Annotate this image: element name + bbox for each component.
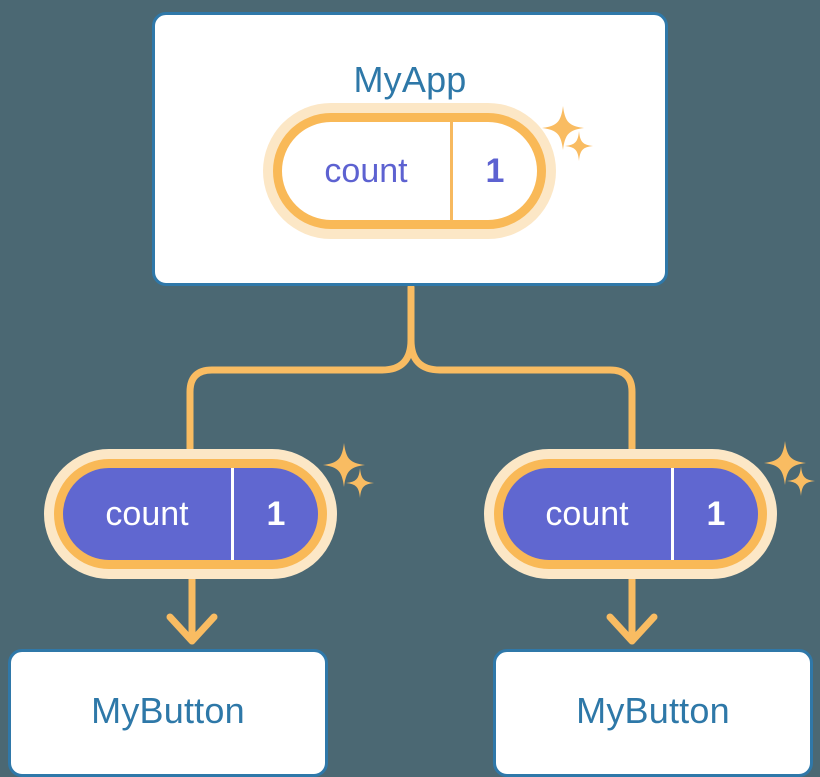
state-pill-myapp[interactable]: count 1 bbox=[273, 113, 546, 229]
arrow-head-left bbox=[166, 613, 218, 645]
state-value: 1 bbox=[450, 122, 537, 220]
state-key: count bbox=[105, 494, 189, 533]
connector-branch-right bbox=[407, 336, 636, 467]
arrow-head-right bbox=[606, 613, 658, 645]
component-title-mybutton-left: MyButton bbox=[91, 690, 245, 731]
state-value: 1 bbox=[671, 468, 758, 560]
connector-branch-left bbox=[186, 336, 415, 467]
component-title-myapp: MyApp bbox=[353, 59, 467, 100]
state-pill-child-left[interactable]: count 1 bbox=[54, 459, 327, 569]
component-card-mybutton-right[interactable]: MyButton bbox=[493, 649, 813, 777]
state-value: 1 bbox=[231, 468, 318, 560]
component-card-mybutton-left[interactable]: MyButton bbox=[8, 649, 328, 777]
component-title-mybutton-right: MyButton bbox=[576, 690, 730, 731]
state-key: count bbox=[324, 151, 408, 190]
state-pill-child-right[interactable]: count 1 bbox=[494, 459, 767, 569]
state-key: count bbox=[545, 494, 629, 533]
